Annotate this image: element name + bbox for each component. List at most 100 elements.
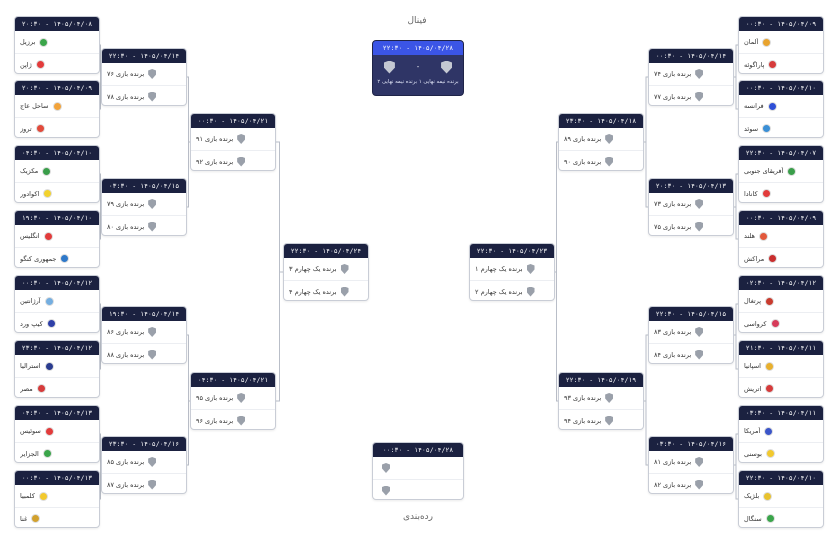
team-row[interactable]: برنده بازی ۹۱	[191, 128, 275, 150]
team-row[interactable]: جمهوری کنگو	[15, 247, 99, 267]
team-row[interactable]: برنده بازی ۹۲	[191, 150, 275, 170]
team-name: آلمان	[744, 38, 759, 46]
match-card-third-place[interactable]: ۰۰:۳۰ - ۱۴۰۵/۰۴/۲۸	[372, 442, 464, 500]
team-row[interactable]: برنده بازی ۸۵	[102, 451, 186, 473]
team-row[interactable]: الجزایر	[15, 442, 99, 462]
team-row[interactable]: برنده بازی ۸۹	[559, 128, 643, 150]
team-row[interactable]: مصر	[15, 377, 99, 397]
team-row[interactable]: برزیل	[15, 31, 99, 53]
team-row[interactable]: ژاپن	[15, 53, 99, 73]
team-row[interactable]: آمریکا	[739, 420, 823, 442]
team-row[interactable]: پرتغال	[739, 290, 823, 312]
team-row[interactable]: برنده بازی ۹۴	[559, 409, 643, 429]
team-row[interactable]: کیپ ورد	[15, 312, 99, 332]
team-row[interactable]: برنده بازی ۹۶	[191, 409, 275, 429]
team-row[interactable]: برنده بازی ۷۶	[102, 63, 186, 85]
team-row[interactable]: آفریقای جنوبی	[739, 160, 823, 182]
team-row[interactable]: تروز	[15, 117, 99, 137]
team-shield-icon	[605, 415, 614, 426]
team-row[interactable]: کانادا	[739, 182, 823, 202]
team-row[interactable]: آلمان	[739, 31, 823, 53]
team-row[interactable]: سنگال	[739, 507, 823, 527]
team-row[interactable]: کرواسی	[739, 312, 823, 332]
team-row[interactable]: برنده بازی ۹۰	[559, 150, 643, 170]
team-row[interactable]: برنده بازی ۷۳	[649, 193, 733, 215]
final-match-card[interactable]: ۲۲:۳۰ - ۱۴۰۵/۰۴/۲۸ - برنده نیمه نهایی ۱ …	[372, 40, 464, 96]
flag-icon	[764, 361, 774, 371]
team-row[interactable]: برنده بازی ۷۹	[102, 193, 186, 215]
team-row[interactable]: برنده بازی ۸۱	[649, 451, 733, 473]
team-row[interactable]: برنده بازی ۸۴	[649, 343, 733, 363]
team-row[interactable]: برنده بازی ۸۶	[102, 321, 186, 343]
team-row[interactable]: اسپانیا	[739, 355, 823, 377]
team-row[interactable]: برنده بازی ۹۵	[191, 387, 275, 409]
team-row[interactable]: غنا	[15, 507, 99, 527]
team-row[interactable]: برنده بازی ۷۸	[102, 85, 186, 105]
team-row[interactable]: انگلیس	[15, 225, 99, 247]
team-row[interactable]: مراکش	[739, 247, 823, 267]
team-row[interactable]: برنده یک چهارم ۳	[284, 258, 368, 280]
team-row[interactable]: برنده بازی ۷۷	[649, 85, 733, 105]
team-row[interactable]: ساحل عاج	[15, 95, 99, 117]
team-row[interactable]: سوئد	[739, 117, 823, 137]
team-row[interactable]: برنده بازی ۸۸	[102, 343, 186, 363]
team-row[interactable]: استرالیا	[15, 355, 99, 377]
team-row[interactable]: برنده بازی ۷۵	[649, 215, 733, 235]
team-name: جمهوری کنگو	[20, 254, 57, 263]
team-row[interactable]: برنده بازی ۹۳	[559, 387, 643, 409]
team-row[interactable]	[373, 479, 463, 499]
team-row[interactable]: بلژیک	[739, 485, 823, 507]
team-row[interactable]: اتریش	[739, 377, 823, 397]
team-row[interactable]: هلند	[739, 225, 823, 247]
team-name: مصر	[20, 384, 33, 393]
team-row[interactable]: برنده بازی ۷۴	[649, 63, 733, 85]
team-row[interactable]: برنده بازی ۸۲	[649, 473, 733, 493]
team-row[interactable]: اکوادور	[15, 182, 99, 202]
team-row[interactable]: آرژانتین	[15, 290, 99, 312]
team-row[interactable]: برنده بازی ۸۰	[102, 215, 186, 235]
team-row[interactable]: برنده بازی ۸۳	[649, 321, 733, 343]
match-date: ۱۹:۳۰ - ۱۴۰۵/۰۴/۱۴	[102, 307, 186, 321]
team-row[interactable]: برنده یک چهارم ۱	[470, 258, 554, 280]
team-row[interactable]: پاراگوئه	[739, 53, 823, 73]
team-row[interactable]: برنده یک چهارم ۴	[284, 280, 368, 300]
team-row[interactable]: بوسنی	[739, 442, 823, 462]
team-row[interactable]: فرانسه	[739, 95, 823, 117]
team-row[interactable]: مکزیک	[15, 160, 99, 182]
team-row[interactable]	[373, 457, 463, 479]
team-row[interactable]: برنده بازی ۸۷	[102, 473, 186, 493]
team-row[interactable]: برنده یک چهارم ۲	[470, 280, 554, 300]
team-row[interactable]: سوئیس	[15, 420, 99, 442]
team-row[interactable]: کلمبیا	[15, 485, 99, 507]
